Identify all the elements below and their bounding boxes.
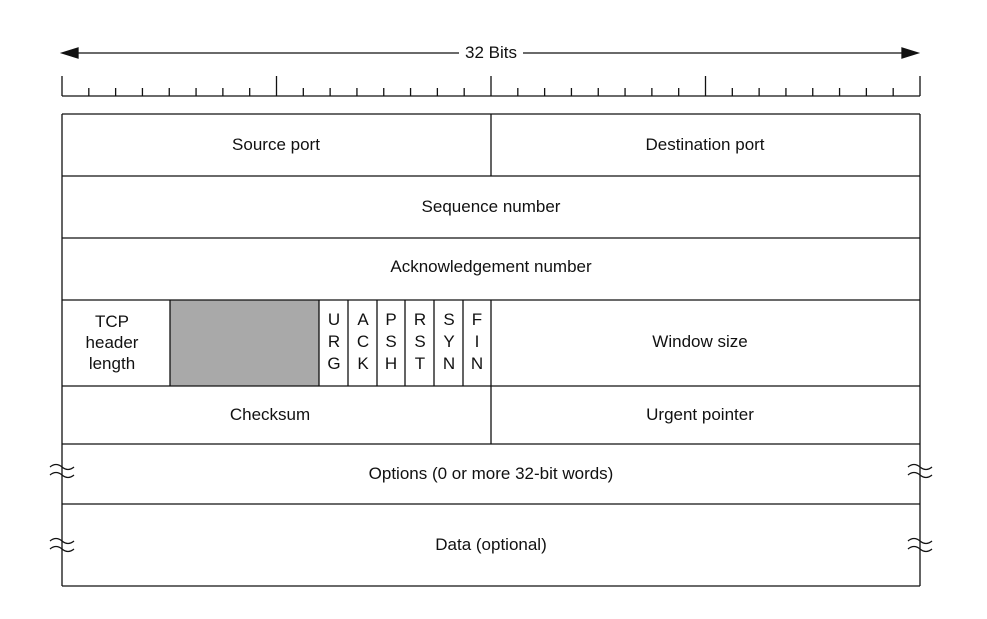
flag-letter: R bbox=[413, 310, 427, 329]
flag-fin: F I N bbox=[467, 309, 487, 375]
header-length-line: TCP bbox=[95, 312, 129, 331]
flag-letter: H bbox=[384, 354, 398, 373]
break-mark-options-left bbox=[49, 463, 75, 479]
flag-letter: I bbox=[474, 332, 480, 351]
flag-syn: S Y N bbox=[439, 309, 459, 375]
header-length-line: header bbox=[85, 333, 139, 352]
break-mark-data-left bbox=[49, 537, 75, 553]
flag-ack: A C K bbox=[353, 309, 373, 375]
flag-letter: K bbox=[357, 354, 369, 373]
flag-psh: P S H bbox=[381, 309, 401, 375]
bits-label-wrapper: 32 Bits bbox=[459, 43, 523, 63]
arrow-right-head bbox=[901, 47, 921, 59]
break-mark-options-right bbox=[907, 463, 933, 479]
checksum-field: Checksum bbox=[229, 405, 311, 424]
bit-ruler bbox=[61, 76, 921, 97]
window-size-field: Window size bbox=[652, 332, 748, 351]
data-field: Data (optional) bbox=[435, 535, 547, 554]
header-length-field: TCP header length bbox=[67, 311, 157, 374]
header-length-line: length bbox=[88, 354, 136, 373]
flag-letter: G bbox=[327, 354, 341, 373]
source-port-field: Source port bbox=[232, 135, 320, 154]
flag-letter: F bbox=[471, 310, 483, 329]
flag-letter: C bbox=[356, 332, 370, 351]
reserved-bits-block bbox=[170, 300, 319, 386]
flag-urg: U R G bbox=[324, 309, 344, 375]
flag-letter: Y bbox=[443, 332, 455, 351]
bits-label: 32 Bits bbox=[459, 43, 523, 62]
flag-rst: R S T bbox=[410, 309, 430, 375]
flag-letter: S bbox=[443, 310, 455, 329]
break-mark-data-right bbox=[907, 537, 933, 553]
flag-letter: S bbox=[414, 332, 426, 351]
flag-letter: N bbox=[442, 354, 456, 373]
acknowledgement-number-field: Acknowledgement number bbox=[390, 257, 592, 276]
flag-letter: R bbox=[327, 332, 341, 351]
header-table bbox=[61, 113, 921, 587]
arrow-left-head bbox=[59, 47, 79, 59]
flag-letter: T bbox=[414, 354, 426, 373]
break-marks bbox=[49, 463, 933, 553]
flag-letter: U bbox=[327, 310, 341, 329]
options-field: Options (0 or more 32-bit words) bbox=[368, 464, 614, 483]
flag-letter: P bbox=[385, 310, 397, 329]
flag-letter: N bbox=[470, 354, 484, 373]
sequence-number-field: Sequence number bbox=[421, 197, 561, 216]
flag-letter: A bbox=[357, 310, 369, 329]
urgent-pointer-field: Urgent pointer bbox=[646, 405, 754, 424]
flag-letter: S bbox=[385, 332, 397, 351]
destination-port-field: Destination port bbox=[645, 135, 765, 154]
